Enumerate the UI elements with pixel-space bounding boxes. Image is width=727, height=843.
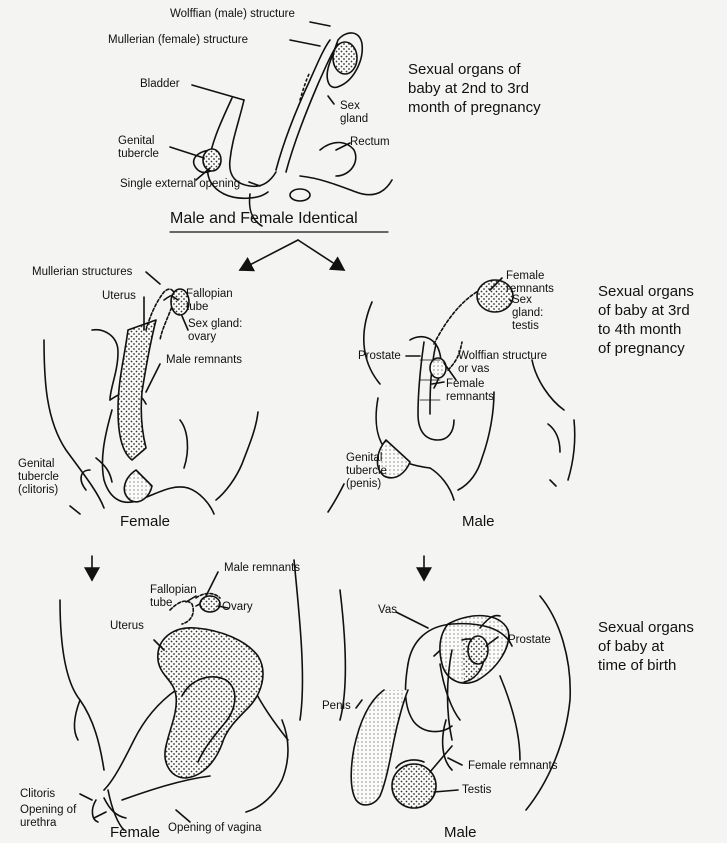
label-single-external-opening: Single external opening — [120, 178, 240, 191]
label-prostate-bottom: Prostate — [508, 634, 551, 647]
label-genital-tubercle-clitoris: Genital tubercle (clitoris) — [18, 458, 59, 497]
label-fallopian-tube: Fallopian tube — [186, 288, 233, 314]
caption-stage-3: Sexual organs of baby at time of birth — [598, 618, 694, 675]
label-opening-of-vagina: Opening of vagina — [168, 822, 261, 835]
label-female-remnants-bottom-right: Female remnants — [468, 760, 557, 773]
heading-male-female-identical: Male and Female Identical — [170, 210, 358, 228]
label-vas: Vas — [378, 604, 397, 617]
label-sex-gland-testis: Sex gland: testis — [512, 294, 543, 333]
heading-female-bottom: Female — [110, 824, 160, 841]
label-sex-gland-ovary: Sex gland: ovary — [188, 318, 242, 344]
label-wolffian-structure-vas: Wolffian structure or vas — [458, 350, 547, 376]
caption-stage-1: Sexual organs of baby at 2nd to 3rd mont… — [408, 60, 541, 117]
label-uterus-bottom: Uterus — [110, 620, 144, 633]
label-rectum: Rectum — [350, 136, 390, 149]
label-male-remnants: Male remnants — [166, 354, 242, 367]
heading-male-middle: Male — [462, 513, 495, 530]
heading-female-middle: Female — [120, 513, 170, 530]
label-wolffian-male-structure: Wolffian (male) structure — [170, 8, 295, 21]
label-genital-tubercle-penis: Genital tubercle (penis) — [346, 452, 387, 491]
heading-male-bottom: Male — [444, 824, 477, 841]
label-sex-gland: Sex gland — [340, 100, 368, 126]
label-prostate: Prostate — [358, 350, 401, 363]
label-female-remnants-top: Female remnants — [506, 270, 554, 296]
label-testis: Testis — [462, 784, 491, 797]
label-bladder: Bladder — [140, 78, 180, 91]
label-ovary: Ovary — [222, 601, 253, 614]
label-genital-tubercle: Genital tubercle — [118, 135, 159, 161]
label-opening-of-urethra: Opening of urethra — [20, 804, 76, 830]
label-fallopian-tube-bottom: Fallopian tube — [150, 584, 197, 610]
label-mullerian-structures: Mullerian structures — [32, 266, 132, 279]
caption-stage-2: Sexual organs of baby at 3rd to 4th mont… — [598, 282, 694, 358]
label-penis: Penis — [322, 700, 351, 713]
label-uterus: Uterus — [102, 290, 136, 303]
label-male-remnants-bottom: Male remnants — [224, 562, 300, 575]
label-clitoris: Clitoris — [20, 788, 55, 801]
label-mullerian-female-structure: Mullerian (female) structure — [108, 34, 248, 47]
embryo-top-drawing — [194, 33, 392, 226]
label-female-remnants-bottom: Female remnants — [446, 378, 494, 404]
